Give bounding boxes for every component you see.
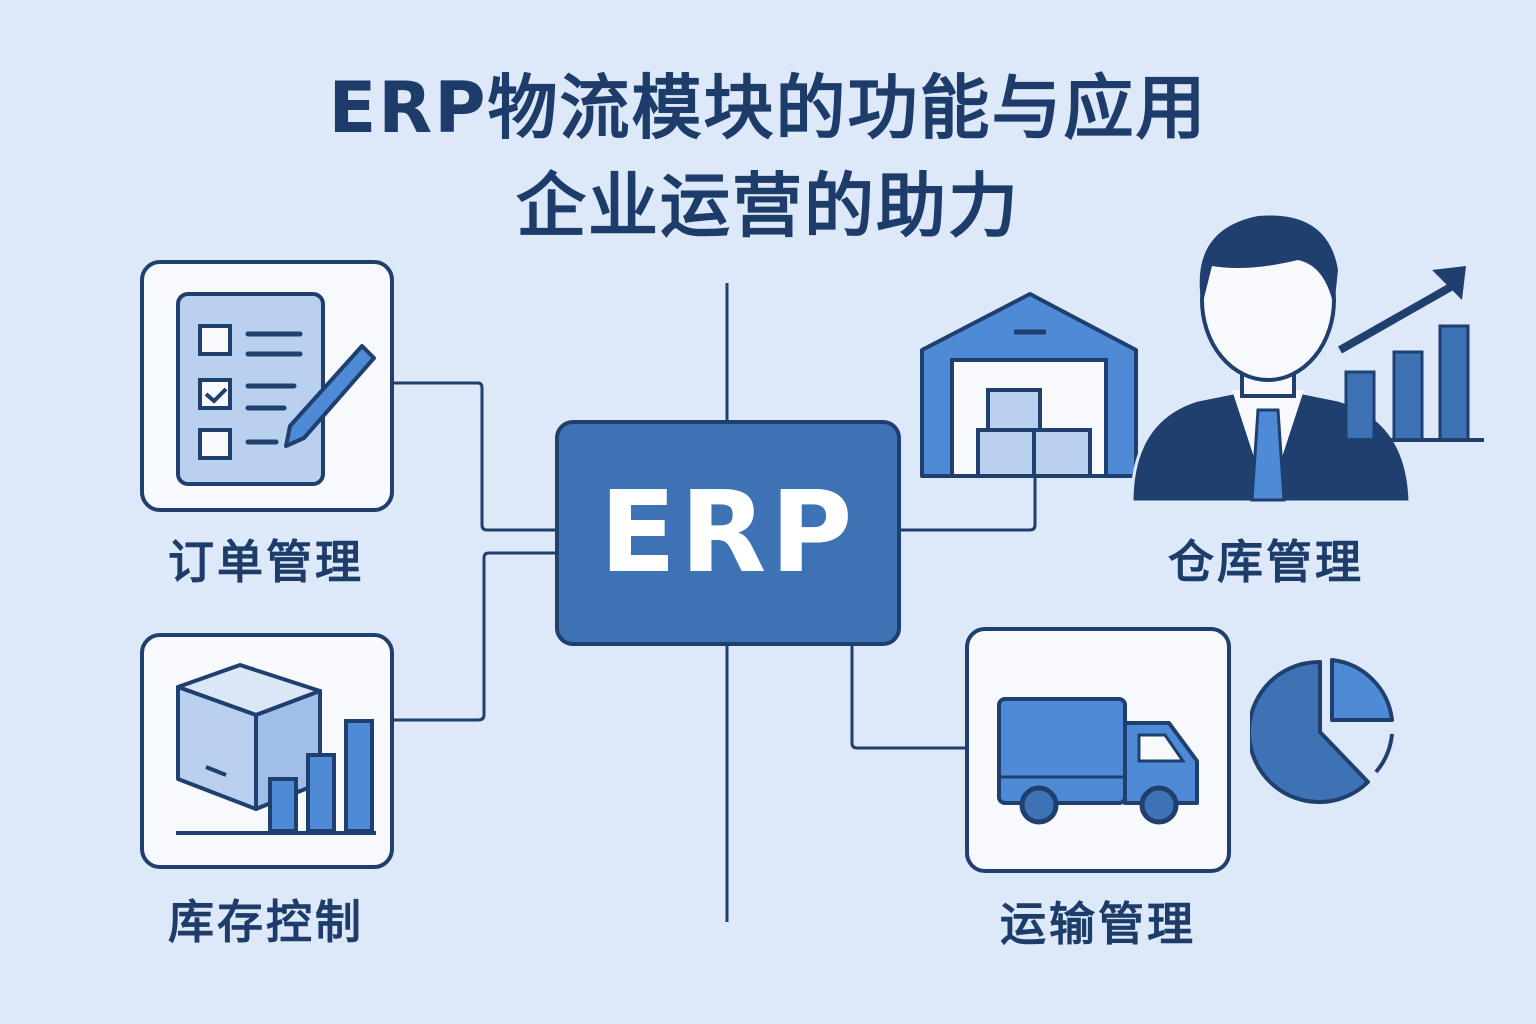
order-management-label: 订单管理 (168, 535, 364, 589)
businessman-icon (1130, 215, 1412, 504)
title-line-1: ERP物流模块的功能与应用 (328, 67, 1208, 149)
transport-management-card[interactable] (965, 627, 1231, 873)
truck-icon (997, 697, 1199, 825)
title-line-2: 企业运营的助力 (516, 165, 1020, 247)
connector-transport (850, 646, 965, 750)
order-management-card[interactable] (140, 260, 394, 512)
connector-inventory (393, 551, 555, 722)
checklist-pencil-icon (176, 292, 376, 486)
warehouse-icon (920, 292, 1138, 478)
connector-order (393, 381, 555, 532)
pie-chart-icon (1250, 658, 1394, 804)
warehouse-management-label: 仓库管理 (1168, 535, 1364, 589)
box-bar-chart-icon (176, 663, 376, 835)
growth-chart-icon (1338, 266, 1484, 442)
inventory-control-label: 库存控制 (168, 895, 364, 949)
connector-warehouse (901, 475, 1037, 532)
erp-center-box[interactable]: ERP (555, 420, 901, 646)
transport-management-label: 运输管理 (1000, 897, 1196, 951)
inventory-control-card[interactable] (140, 633, 394, 869)
